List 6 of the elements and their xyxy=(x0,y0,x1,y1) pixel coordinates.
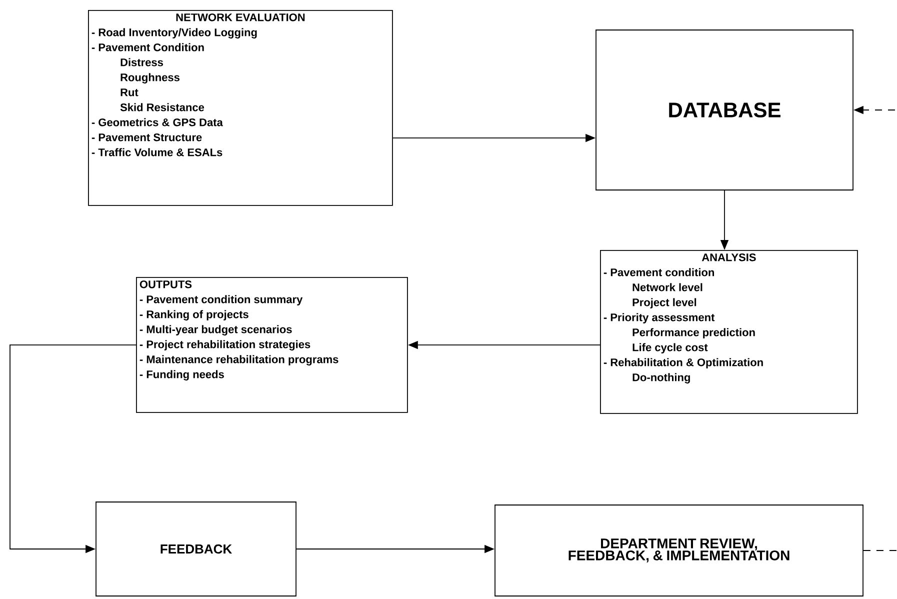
process-box: DATABASE xyxy=(596,30,854,190)
process-box: FEEDBACK xyxy=(96,502,296,596)
list-box: OUTPUTS - Pavement condition summary - Ranking of projects - Multi-year budget scenarios - Project rehabilitation strategies - Maintenance rehabilitation programs - Funding needs xyxy=(136,277,408,413)
list-box: ANALYSIS - Pavement condition Network level Project level - Priority assessment Performance prediction Life cycle cost - Rehabilitation & Optimization Do-nothing xyxy=(600,250,858,414)
process-box: DEPARTMENT REVIEW, FEEDBACK, & IMPLEMENTATION xyxy=(494,504,864,596)
list-box: NETWORK EVALUATION - Road Inventory/Video Logging - Pavement Condition Distress Roughness Rut Skid Resistance - Geometrics & GPS Data - Pavement Structure - Traffic Volume & ESALs xyxy=(88,10,393,206)
